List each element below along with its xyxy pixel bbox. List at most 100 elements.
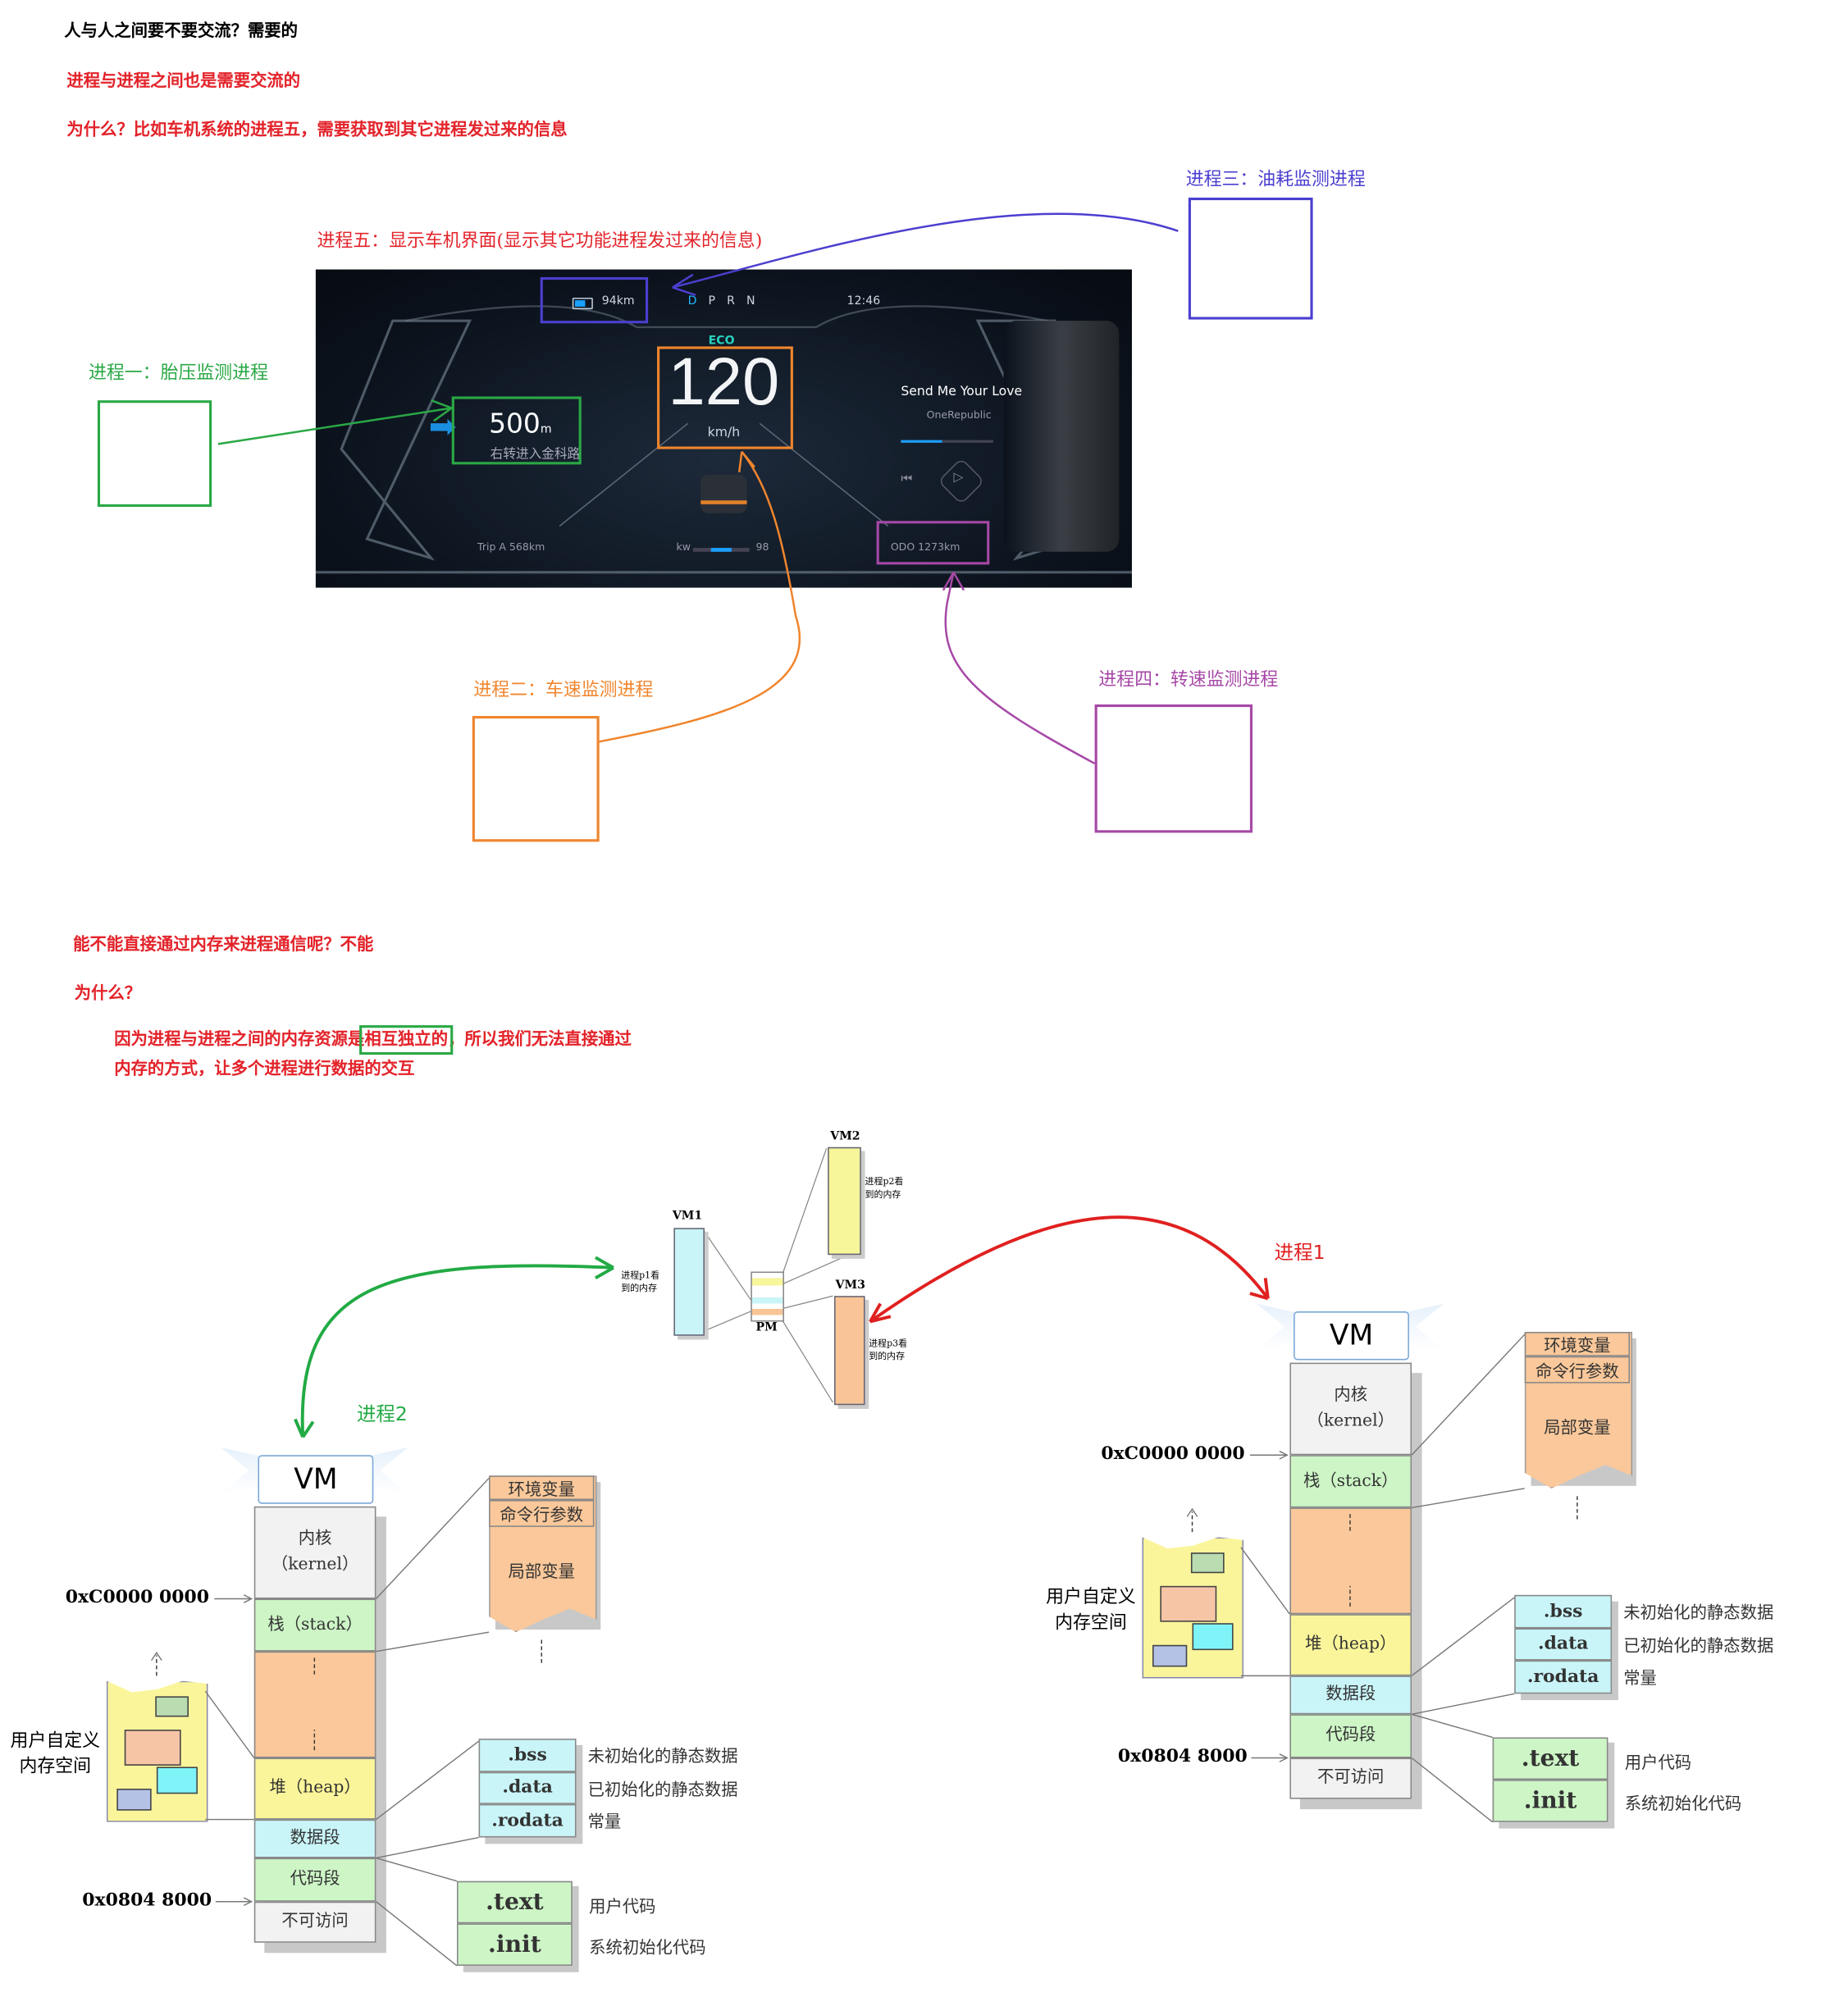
memory-segment-data_seg: 数据段 [253,1819,376,1858]
song-progress-bar [901,440,994,443]
intro-line-2: 进程与进程之间也是需要交流的 [66,71,301,92]
data-section-rodata: .rodata [478,1803,577,1837]
data-section-data: .data [1514,1627,1613,1661]
arrow-process-4 [942,572,1096,765]
nav-instruction: 右转进入金科路 [490,448,581,463]
memory-segment-free [1289,1507,1412,1615]
range-highlight-box [540,276,649,324]
user-block-salmon [1160,1585,1217,1622]
battery-icon [572,297,593,310]
address-low: 0x0804 8000 [82,1890,212,1911]
vm1-label: VM1 [672,1210,703,1224]
stack-detail-locals: 局部变量 [508,1562,575,1583]
speed-unit: km/h [707,426,741,440]
memory-segment-code_seg: 代码段 [253,1858,376,1902]
nav-distance-value: 500 [489,408,541,440]
intro-line-1: 人与人之间要不要交流？需要的 [64,21,299,42]
album-art-photo [1003,321,1120,552]
memory-segment-free [253,1651,376,1758]
memory-segment-code_seg: 代码段 [1289,1714,1412,1758]
speed-value: 120 [668,344,780,420]
code-section-init: .init [1492,1780,1608,1822]
user-memory-label: 用户自定义 内存空间 [1046,1587,1136,1634]
memory-segment-data_seg: 数据段 [1289,1675,1412,1715]
play-icon: ▷ [953,471,964,486]
answer-line-2: 内存的方式，让多个进程进行数据的交互 [114,1060,415,1079]
answer-highlight: 相互独立的 [359,1025,454,1055]
stack-detail-locals: 局部变量 [1544,1419,1611,1438]
vm-banner-title: VM [258,1455,374,1504]
previous-track-icon[interactable]: ⏮ [901,472,913,486]
stack-detail-args: 命令行参数 [489,1500,595,1527]
address-high: 0xC0000 0000 [65,1587,210,1608]
process-1-label: 进程一：胎压监测进程 [88,362,269,384]
answer-line-1: 因为进程与进程之间的内存资源是相互独立的，所以我们无法直接通过 [114,1025,632,1055]
why-line: 为什么？ [74,984,142,1004]
code-section-init: .init [456,1923,573,1966]
user-block-blue [1152,1644,1188,1667]
gear-selector: DPRN [688,295,767,308]
power-value: 98 [755,541,769,554]
gear-n: N [746,294,767,308]
stack-detail-env: 环境变量 [1524,1332,1631,1356]
power-label: kw [676,541,691,554]
data-section-desc: 已初始化的静态数据 [1623,1636,1774,1657]
user-block-green [1190,1552,1225,1574]
data-section-rodata: .rodata [1514,1660,1613,1694]
address-high: 0xC0000 0000 [1101,1443,1245,1465]
memory-segment-stack: 栈（stack） [1289,1455,1412,1508]
vm1-note: 进程p1看 到的内存 [621,1270,660,1294]
arrow-process-1 [217,399,453,445]
arrow-green-p2-down [294,1418,315,1438]
vm2-label: VM2 [830,1130,860,1144]
vm3-block [833,1296,865,1406]
process-4-box [1094,704,1253,833]
drive-mode: ECO [708,335,735,349]
process-2-label: 进程二：车速监测进程 [473,680,654,701]
data-section-desc: 未初始化的静态数据 [1623,1603,1774,1624]
data-section-data: .data [478,1771,577,1804]
process-5-label: 进程五：显示车机界面(显示其它功能进程发过来的信息) [317,230,763,252]
user-block-cyan [156,1767,198,1794]
vm2-note: 进程p2看 到的内存 [865,1176,904,1200]
memory-segment-inaccessible: 不可访问 [1289,1757,1412,1799]
data-section-desc: 已初始化的静态数据 [587,1780,738,1800]
data-section-desc: 常量 [1623,1669,1657,1689]
song-progress-fill [901,440,943,443]
memory-segment-kernel: 内核 （kernel） [253,1506,376,1599]
arrow-green-p2 [300,1256,614,1438]
memory-segment-heap: 堆（heap） [1289,1614,1412,1676]
power-gauge [692,548,750,552]
song-artist: OneRepublic [926,409,992,422]
process-2-title: 进程2 [356,1402,408,1426]
intro-line-3: 为什么？比如车机系统的进程五，需要获取到其它进程发过来的信息 [66,121,568,140]
code-section-desc: 系统初始化代码 [1624,1794,1742,1815]
pm-block [751,1271,784,1322]
user-block-salmon [124,1730,181,1766]
song-title: Send Me Your Love [901,385,1023,399]
process-4-label: 进程四：转速监测进程 [1098,669,1279,691]
data-section-bss: .bss [1514,1594,1613,1628]
trip-meter: Trip A 568km [477,541,545,554]
memory-segment-inaccessible: 不可访问 [253,1901,376,1943]
data-section-desc: 常量 [587,1812,622,1833]
process-1-title: 进程1 [1274,1240,1326,1265]
vm3-note: 进程p3看 到的内存 [869,1338,908,1362]
arrow-process-3 [672,212,1179,297]
data-section-desc: 未初始化的静态数据 [587,1747,738,1767]
answer-part-1: 因为进程与进程之间的内存资源是 [114,1030,365,1050]
memory-segment-stack: 栈（stack） [253,1598,376,1652]
process-2-box [472,716,600,842]
code-section-desc: 用户代码 [1624,1753,1692,1774]
code-section-text: .text [1492,1737,1608,1780]
speed-highlight-box [657,346,793,449]
nav-distance-unit: m [540,423,552,436]
range-value: 94km [601,294,635,308]
gear-p: P [708,294,728,308]
process-3-label: 进程三：油耗监测进程 [1185,169,1366,190]
